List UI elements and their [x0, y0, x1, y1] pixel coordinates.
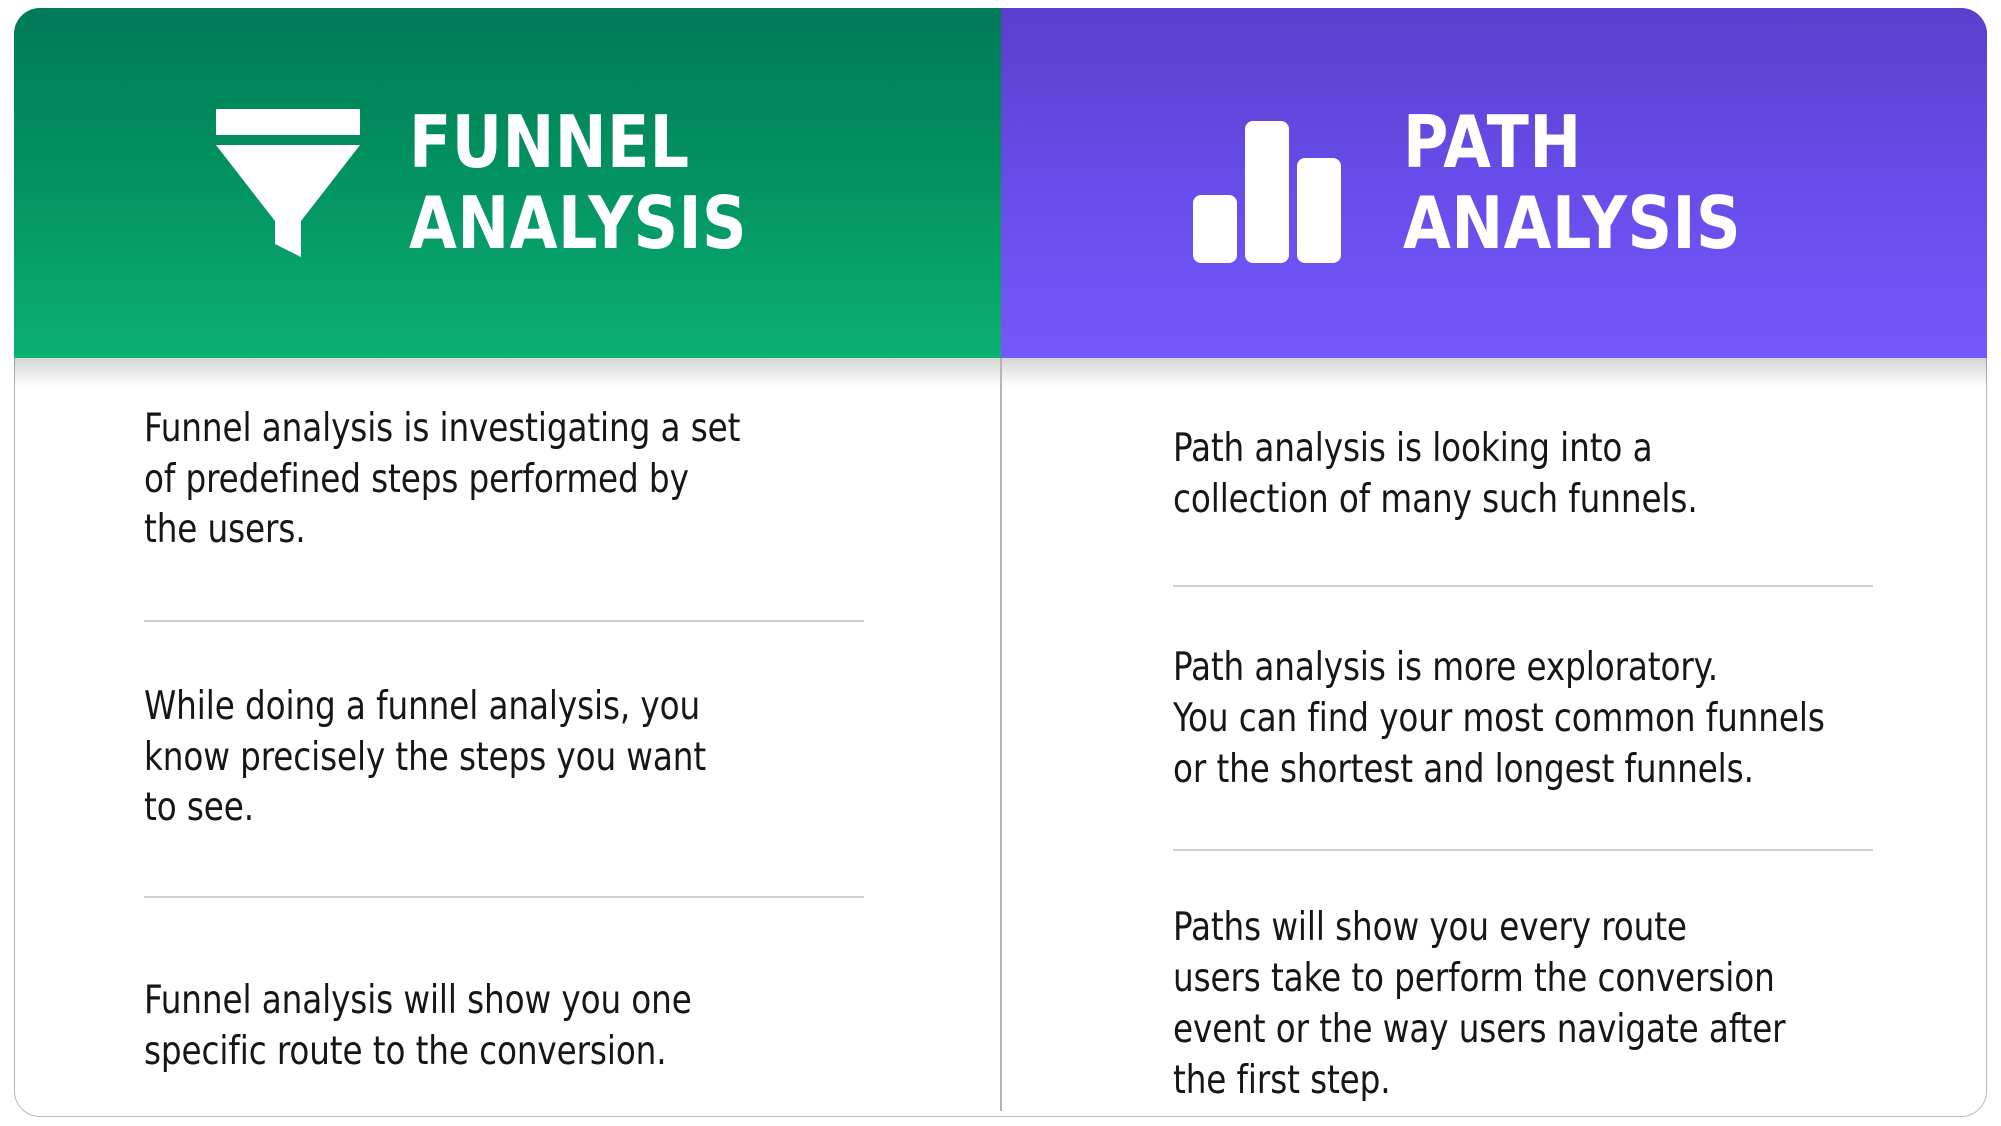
bar-chart-icon [1193, 121, 1342, 263]
path-divider-1 [1172, 585, 1873, 588]
column-funnel: Funnel analysis is investigating a set o… [14, 358, 1001, 1117]
card-header-row: FUNNEL ANALYSIS PATH ANALYSIS [14, 8, 1987, 358]
path-divider-2 [1172, 849, 1873, 852]
funnel-icon [215, 109, 360, 257]
header-funnel: FUNNEL ANALYSIS [14, 8, 1001, 358]
path-point-2: Path analysis is more exploratory. You c… [1172, 645, 1825, 792]
funnel-divider-2 [144, 896, 864, 899]
vertical-column-divider [1000, 358, 1002, 1111]
header-title-funnel: FUNNEL ANALYSIS [408, 100, 747, 265]
path-point-3: Paths will show you every route users ta… [1172, 905, 1786, 1103]
header-title-path: PATH ANALYSIS [1403, 100, 1742, 265]
funnel-divider-1 [144, 620, 864, 623]
funnel-point-3: Funnel analysis will show you one specif… [144, 978, 692, 1074]
header-path: PATH ANALYSIS [1000, 8, 1987, 358]
comparison-card: FUNNEL ANALYSIS PATH ANALYSIS Funne [14, 8, 1987, 1117]
column-path: Path analysis is looking into a collecti… [1001, 358, 1988, 1117]
funnel-point-2: While doing a funnel analysis, you know … [144, 684, 707, 831]
path-point-1: Path analysis is looking into a collecti… [1172, 426, 1698, 522]
funnel-point-1: Funnel analysis is investigating a set o… [144, 406, 741, 553]
